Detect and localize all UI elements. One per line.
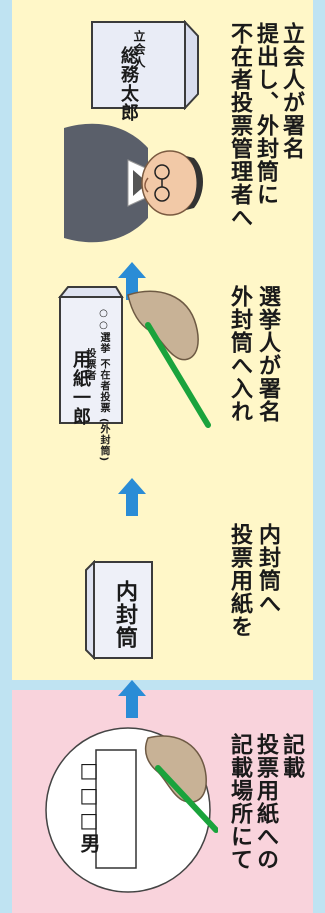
witness-envelope [90, 20, 200, 110]
outer-envelope-header: ○○選挙 不在者投票 (外封筒) [98, 308, 109, 463]
writing-ballot-icon [45, 727, 218, 893]
person-icon [64, 123, 203, 243]
outer-envelope-signature: 用紙一郎 [70, 350, 91, 426]
caption-step-1-line-2: 投票用紙への [253, 733, 278, 871]
witness-signature: 総務太郎 [118, 46, 139, 122]
inner-envelope-label: 内封筒 [112, 580, 137, 649]
outer-envelope-icon [58, 286, 211, 428]
ballot-text: □□□男 [77, 758, 101, 854]
outer-envelope-sub: 投票者 [84, 348, 95, 381]
official-person [58, 108, 208, 258]
flow-arrow-icon [118, 680, 146, 718]
envelope-icon [91, 20, 199, 110]
caption-step-4-line-3: 立会人が署名 [279, 22, 304, 160]
witness-label: 立会人 [132, 30, 146, 69]
caption-step-2-line-2: 内封筒へ [255, 523, 280, 615]
caption-step-4-line-1: 不在者投票管理者へ [227, 22, 252, 229]
inner-envelope [84, 560, 154, 660]
caption-step-4-line-2: 提出し、外封筒に [253, 22, 278, 206]
caption-step-2-line-1: 投票用紙を [227, 523, 252, 638]
ballot-circle [38, 720, 218, 900]
caption-step-3-line-2: 選挙人が署名 [255, 285, 280, 423]
caption-step-1-line-3: 記載 [279, 733, 304, 779]
inner-envelope-icon [85, 560, 153, 660]
outer-envelope [58, 285, 218, 435]
caption-step-1-line-1: 記載場所にて [227, 733, 252, 871]
caption-step-3-line-1: 外封筒へ入れ [227, 285, 252, 423]
flow-arrow-icon [118, 478, 146, 516]
flow-arrow-icon [118, 262, 146, 300]
